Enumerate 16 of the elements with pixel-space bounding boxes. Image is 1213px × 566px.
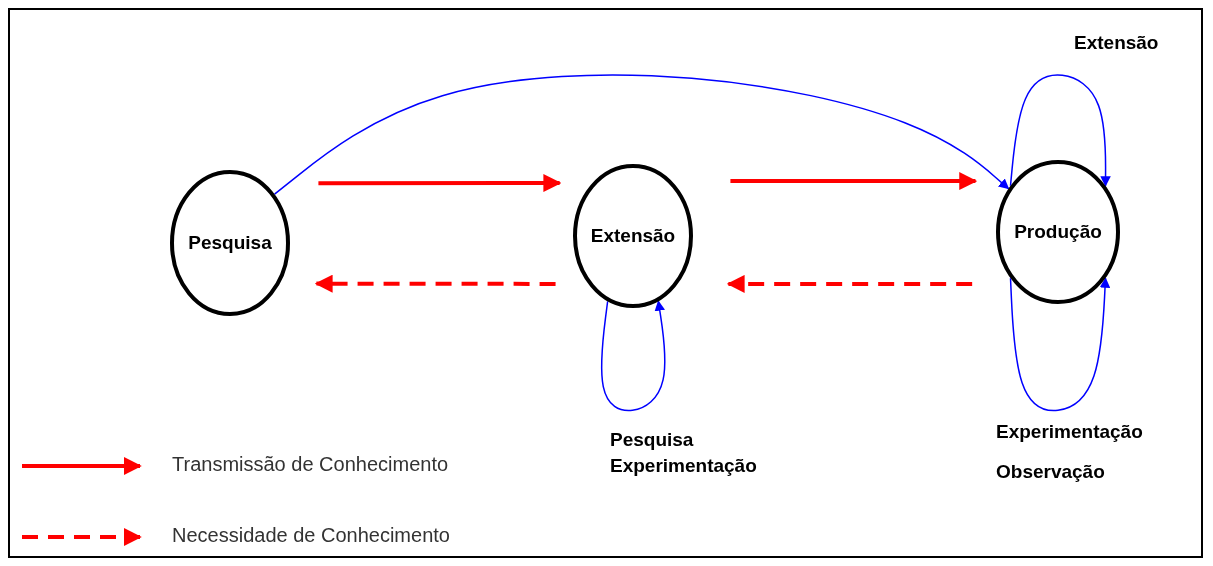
legend-label: Necessidade de Conhecimento [172, 524, 450, 547]
node-label: Produção [1014, 221, 1102, 243]
node-label: Pesquisa [188, 232, 272, 254]
legend-label: Transmissão de Conhecimento [172, 453, 449, 476]
arrow [273, 74, 1010, 195]
arrow [318, 174, 562, 193]
dashed-arrow [726, 274, 973, 293]
circle-node [170, 170, 290, 316]
arrow [1009, 277, 1111, 412]
circle-node [573, 164, 693, 308]
arrow [1009, 74, 1111, 187]
circle-node [996, 160, 1120, 304]
dashed-arrow [314, 274, 556, 293]
node-label: Extensão [590, 225, 676, 247]
arrow [730, 172, 978, 190]
arrow [600, 300, 666, 412]
